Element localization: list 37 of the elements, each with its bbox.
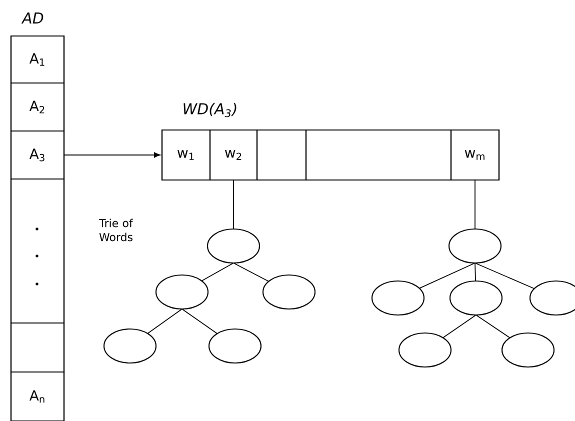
array-cell: A$_{1}$ — [10, 35, 65, 84]
array-cell: w$_{m}$ — [450, 129, 500, 181]
tree-branch — [418, 262, 476, 289]
note-text: Trie of Words — [99, 218, 134, 242]
array-cell: w$_{1}$ — [161, 129, 211, 181]
trie-node — [262, 274, 316, 310]
array-cell: A$_{n}$ — [10, 371, 65, 421]
trie-node — [501, 332, 555, 368]
empty-cell — [256, 129, 307, 181]
tree-branch — [476, 314, 510, 338]
tree-branch — [147, 308, 182, 334]
trie-node — [103, 328, 157, 364]
tree-branch — [474, 262, 535, 290]
trie-node — [529, 280, 575, 316]
arrow — [64, 152, 161, 158]
trie-node — [398, 332, 452, 368]
node-label: AD — [21, 12, 44, 24]
tree-branch — [201, 262, 234, 282]
trie-node — [448, 228, 502, 264]
trie-node — [206, 228, 260, 264]
tree-branch — [442, 314, 476, 338]
connector-line — [474, 180, 476, 230]
tree-branch — [474, 262, 476, 282]
empty-cell — [305, 129, 452, 181]
trie-node — [208, 328, 262, 364]
tree-branch — [233, 262, 270, 282]
trie-node — [371, 280, 425, 316]
empty-cell — [10, 322, 65, 373]
array-cell: A$_{3}$ — [10, 130, 65, 180]
tree-branch — [182, 308, 218, 334]
trie-node — [155, 274, 209, 310]
connector-line — [233, 180, 234, 230]
node-label: WD(A$_{3}$) — [184, 102, 236, 118]
trie-node — [449, 280, 503, 316]
array-cell: A$_{2}$ — [10, 82, 65, 132]
array-cell: w$_{2}$ — [209, 129, 258, 181]
empty-cell — [10, 178, 65, 324]
